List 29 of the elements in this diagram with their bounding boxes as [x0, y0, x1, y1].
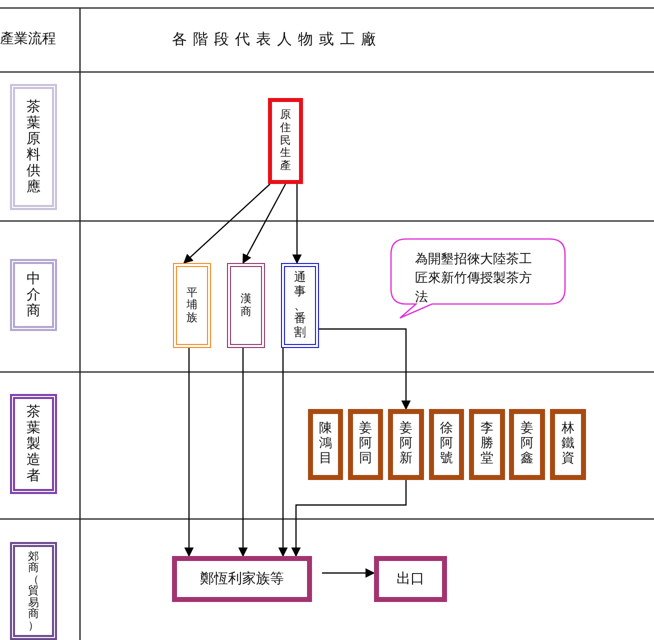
process-box: 鄭恆利家族等 — [172, 556, 312, 602]
name-box: 姜阿鑫 — [509, 409, 545, 480]
name-box: 姜阿同 — [348, 409, 383, 480]
arrow — [278, 348, 288, 557]
arrow — [319, 328, 411, 410]
lane-label-box: 茶葉製造者 — [10, 394, 57, 494]
name-box: 徐阿號 — [429, 409, 464, 480]
arrow — [184, 348, 194, 557]
process-box: 漢商 — [227, 263, 265, 348]
name-box: 姜阿新 — [388, 409, 424, 480]
arrow — [292, 184, 302, 264]
column-header: 產業流程 — [0, 30, 56, 48]
lane-label-box: 茶葉原料供應 — [10, 84, 57, 210]
name-box: 陳鴻目 — [308, 409, 343, 480]
process-box: 平埔族 — [173, 263, 211, 348]
process-box: 出口 — [374, 556, 447, 602]
process-box: 原住民生產 — [268, 98, 303, 184]
arrow — [291, 480, 407, 557]
lane-label-box: 郊商（貿易商） — [10, 542, 57, 640]
column-header: 各階段代表人物或工廠 — [172, 30, 382, 49]
lane-label-box: 中介商 — [10, 259, 57, 331]
arrow — [242, 184, 286, 264]
name-box: 李勝堂 — [469, 409, 505, 480]
name-box: 林鐵資 — [550, 409, 586, 480]
speech-bubble: 為開墾招徠大陸茶工匠來新竹傳授製茶方法 — [390, 238, 566, 320]
arrow — [322, 568, 375, 578]
arrow — [238, 348, 248, 557]
process-box: 通事、番割 — [281, 263, 319, 348]
arrow — [183, 184, 270, 264]
